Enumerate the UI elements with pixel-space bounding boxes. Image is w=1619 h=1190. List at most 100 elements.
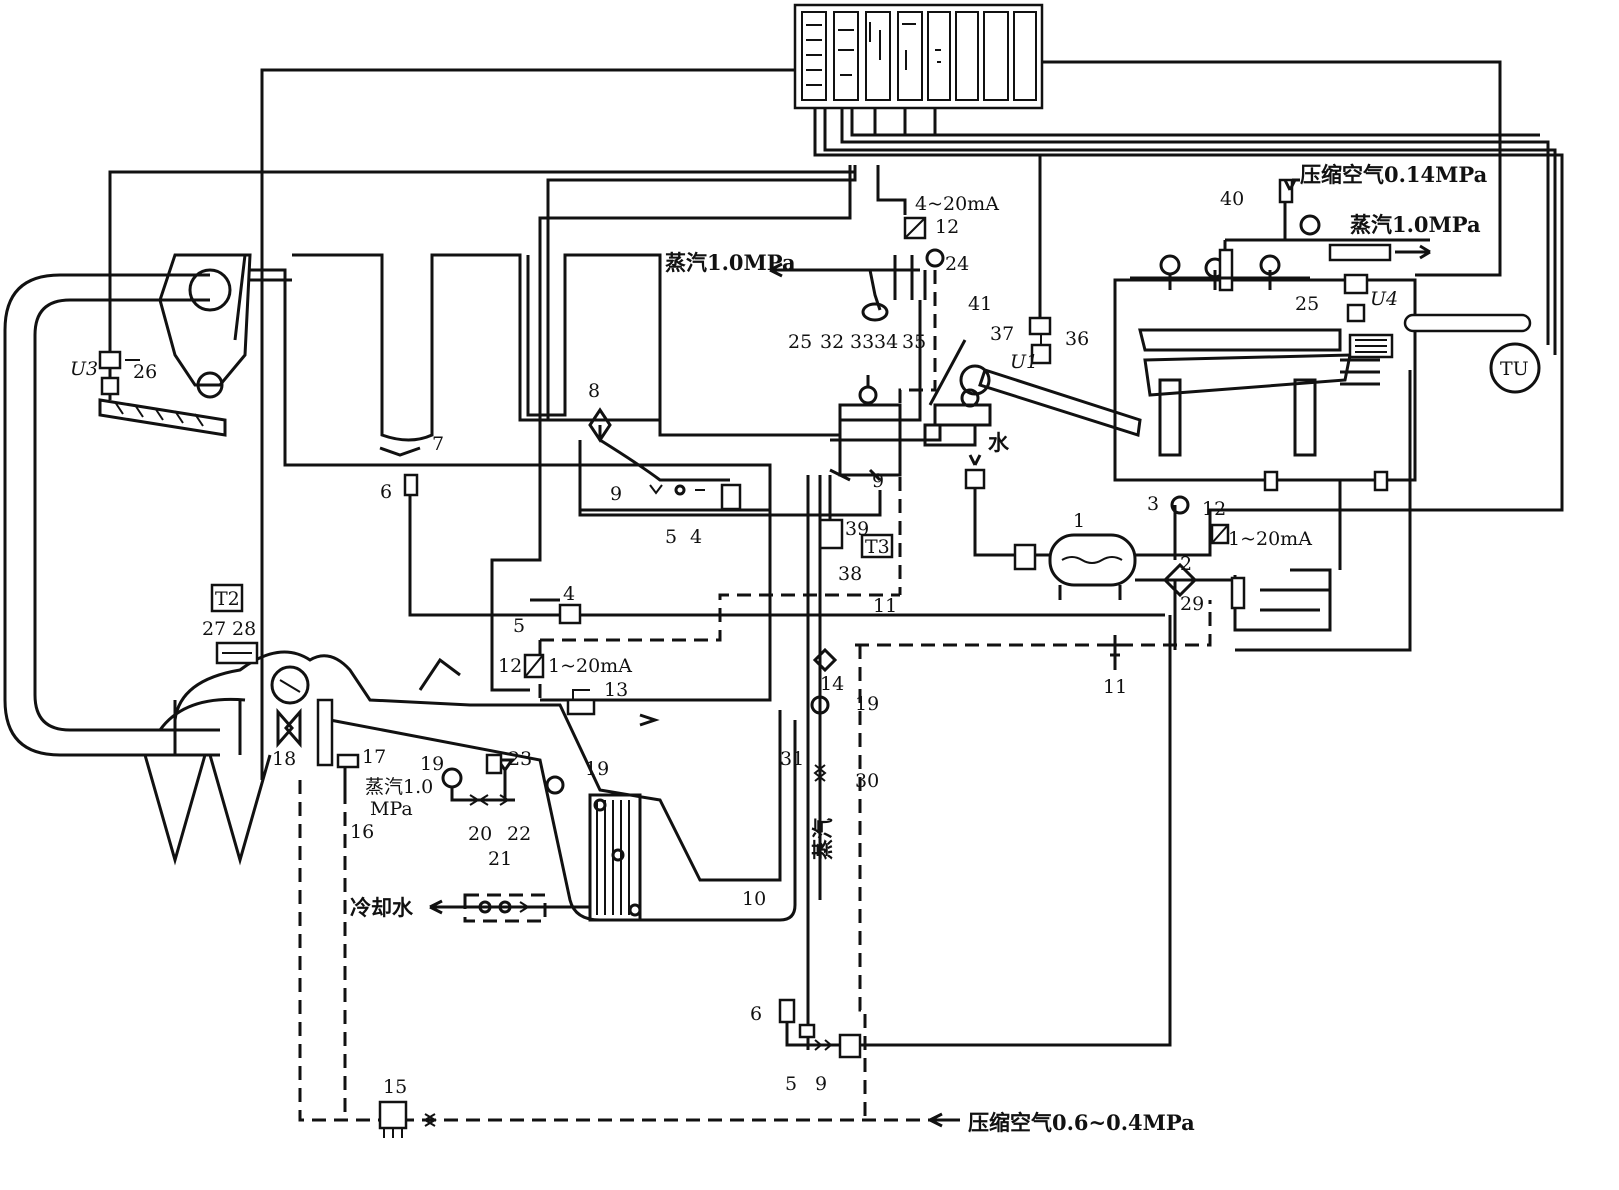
valve-18 — [276, 698, 360, 790]
label-11a: 11 — [873, 595, 897, 617]
panel-wiring — [108, 60, 1564, 780]
label-40: 39 — [845, 518, 869, 540]
label-20: 20 — [468, 823, 492, 845]
media-steam-right: 蒸汽1.0MPa — [1350, 212, 1481, 237]
label-32: 30 — [855, 770, 879, 792]
label-35: 33 — [850, 331, 874, 353]
label-18: 18 — [272, 748, 296, 770]
pump-2 — [1162, 370, 1412, 652]
label-42: 41 — [968, 293, 992, 315]
signal-u4: U4 — [1370, 288, 1398, 310]
label-4b: 4 — [563, 583, 575, 605]
label-36: 34 — [874, 331, 898, 353]
label-11b: 11 — [1103, 676, 1127, 698]
feed-line-middle — [540, 407, 882, 702]
label-5c: 5 — [785, 1073, 797, 1095]
label-26: 26 — [133, 361, 157, 383]
sensor-t2-27-28 — [210, 583, 259, 665]
media-steam-top: 蒸汽1.0MPa — [665, 250, 796, 275]
nozzle-7 — [379, 446, 421, 457]
label-37: 35 — [902, 331, 926, 353]
label-2: 2 — [1180, 553, 1192, 575]
label-12c: 12 — [1202, 498, 1226, 520]
steam-valve-train — [441, 753, 565, 806]
signal-tu: TU — [1500, 358, 1529, 380]
label-41: 40 — [1220, 188, 1244, 210]
control-panel — [793, 3, 1044, 110]
screw-feeder-u3 — [98, 350, 227, 437]
label-9c: 9 — [815, 1073, 827, 1095]
label-28: 28 — [232, 618, 256, 640]
label-38: 37 — [990, 323, 1014, 345]
label-1: 1 — [1073, 510, 1085, 532]
label-9b: 9 — [872, 470, 884, 492]
label-3: 3 — [1147, 493, 1159, 515]
media-cooling-water: 冷却水 — [350, 895, 414, 920]
mid-process-lines — [403, 473, 1212, 700]
label-19b: 19 — [420, 753, 444, 775]
label-23: 23 — [508, 748, 532, 770]
signal-t3: T3 — [865, 536, 890, 558]
vertical-steam-line — [810, 647, 838, 790]
label-14: 14 — [820, 673, 844, 695]
label-10: 10 — [742, 888, 766, 910]
labels: 26 7 6 8 9 5 4 9 4 5 12 13 14 19 31 30 1… — [70, 162, 1529, 1135]
tank-1 — [964, 468, 1235, 650]
label-19a: 19 — [855, 693, 879, 715]
drying-ducts — [292, 253, 840, 442]
flow-arrows — [429, 179, 1431, 1128]
sensor-t3-40 — [806, 475, 894, 1050]
label-4a: 4 — [690, 526, 702, 548]
signal-u1: U1 — [1010, 351, 1038, 373]
label-5a: 5 — [665, 526, 677, 548]
label-15: 15 — [383, 1076, 407, 1098]
label-30: 24 — [945, 253, 969, 275]
media-steam-left-1: 蒸汽1.0 — [365, 776, 433, 798]
signal-1-20ma-b: 1~20mA — [1228, 528, 1312, 550]
label-29: 29 — [1180, 593, 1204, 615]
label-21: 21 — [488, 848, 512, 870]
steam-valve-group-top — [770, 216, 945, 595]
hoppers — [143, 697, 272, 866]
label-7: 7 — [432, 433, 444, 455]
signal-1-20ma-a: 1~20mA — [548, 655, 632, 677]
label-33: 31 — [780, 748, 804, 770]
label-34: 32 — [820, 331, 844, 353]
furnace-body — [173, 650, 797, 922]
sensor-u1-24 — [1028, 316, 1052, 365]
label-6a: 6 — [380, 481, 392, 503]
label-12a: 12 — [498, 655, 522, 677]
label-25: 25 — [1295, 293, 1319, 315]
label-5b: 5 — [513, 615, 525, 637]
signal-u3: U3 — [70, 358, 98, 380]
label-8: 8 — [588, 380, 600, 402]
signal-t2: T2 — [215, 588, 240, 610]
media-steam-left-2: MPa — [370, 798, 413, 820]
label-6b: 6 — [750, 1003, 762, 1025]
ribbon-42 — [928, 339, 967, 406]
component-11 — [1108, 635, 1122, 670]
air-steam-manifold — [1130, 178, 1430, 323]
compressed-air-bottom — [298, 645, 960, 1138]
label-31: 25 — [788, 331, 812, 353]
inclined-conveyor — [923, 364, 1142, 447]
label-17: 17 — [362, 746, 386, 768]
label-9a: 9 — [610, 483, 622, 505]
media-air-top: 压缩空气0.14MPa — [1300, 162, 1488, 187]
dryer-chamber — [1113, 278, 1541, 482]
label-16: 16 — [350, 821, 374, 843]
return-duct — [3, 273, 220, 757]
label-27: 27 — [202, 618, 226, 640]
media-water: 水 — [988, 430, 1010, 455]
media-air-bottom: 压缩空气0.6~0.4MPa — [968, 1110, 1195, 1135]
label-13: 13 — [604, 679, 628, 701]
label-12b: 12 — [935, 216, 959, 238]
label-39: 38 — [838, 563, 862, 585]
feed-line-bottom — [778, 615, 1172, 1059]
label-24: 36 — [1065, 328, 1089, 350]
label-22: 22 — [507, 823, 531, 845]
label-19c: 19 — [585, 758, 609, 780]
signal-4-20ma: 4~20mA — [915, 193, 999, 215]
